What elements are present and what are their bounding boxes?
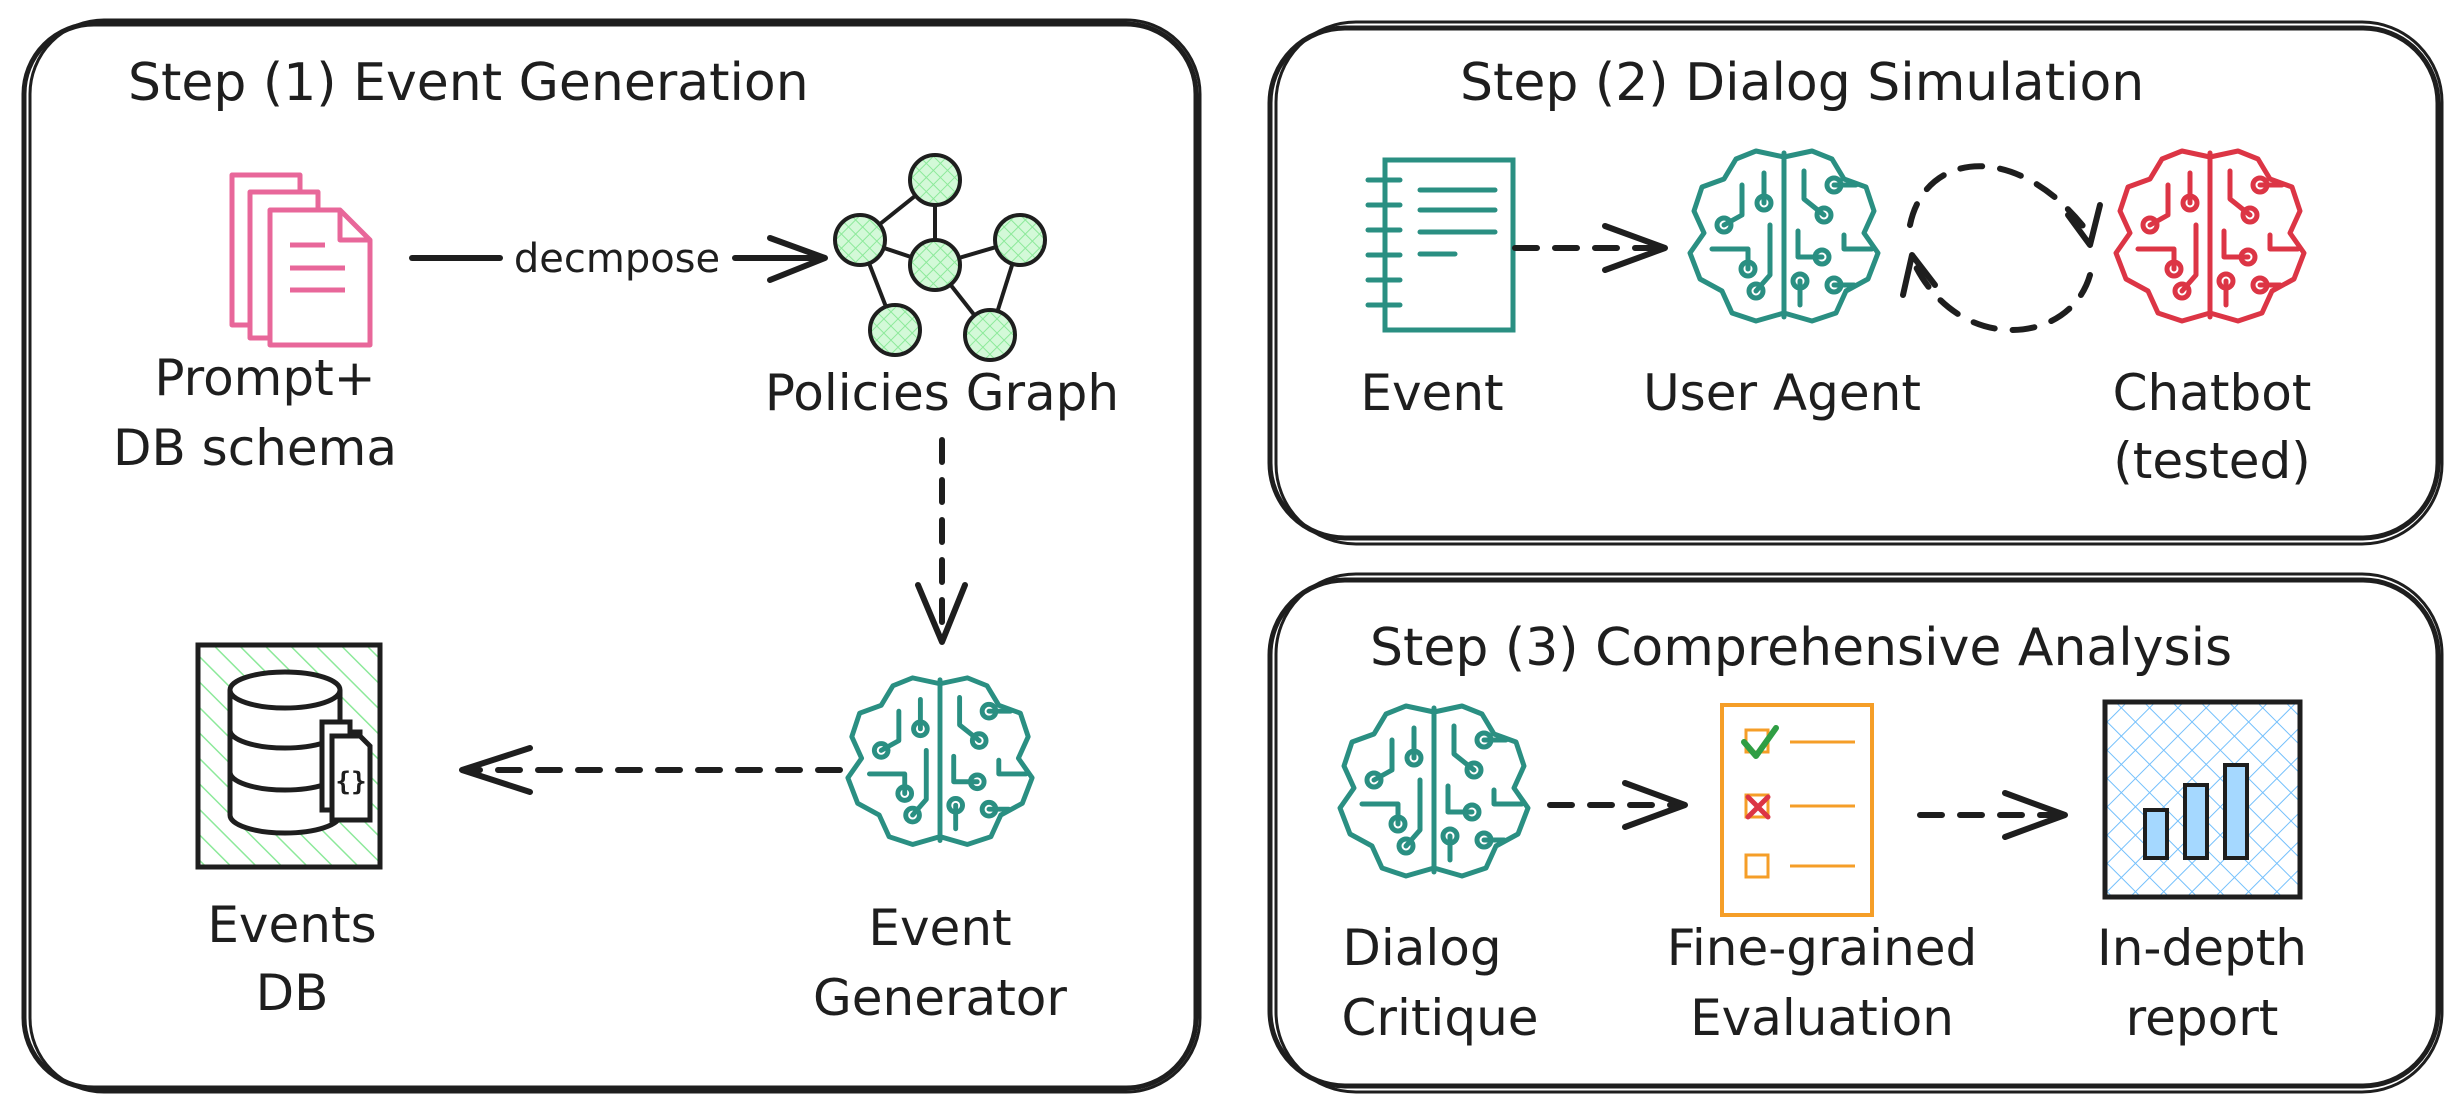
evaluation-to-report-arrow: [1917, 790, 2068, 840]
dialog-cycle-arrow: [1900, 163, 2103, 333]
events-db-label-line1: Events: [207, 896, 376, 954]
decompose-label: decmpose: [514, 236, 720, 282]
critique-to-evaluation-arrow: [1547, 780, 1688, 830]
evaluation-label-line2: Evaluation: [1690, 989, 1954, 1047]
generator-to-db-arrow: [459, 745, 843, 795]
critique-label-line1: Dialog: [1342, 919, 1501, 977]
bar-chart-icon: [2102, 699, 2303, 900]
graph-to-generator-arrow: [915, 437, 968, 645]
report-label-line1: In-depth: [2097, 919, 2307, 977]
step2-panel: Step (2) Dialog Simulation Event User Ag…: [1267, 20, 2444, 546]
evaluation-label-line1: Fine-grained: [1667, 919, 1978, 977]
chatbot-label-line2: (tested): [2113, 432, 2311, 490]
step3-panel: Step (3) Comprehensive Analysis Dialog C…: [1267, 572, 2444, 1094]
step1-title: Step (1) Event Generation: [128, 53, 809, 113]
event-label: Event: [1360, 364, 1503, 422]
graph-icon: [833, 153, 1047, 362]
notebook-icon: [1365, 157, 1516, 333]
generator-label-line1: Event: [868, 899, 1011, 957]
event-to-agent-arrow: [1512, 223, 1668, 273]
events-db-label-line2: DB: [256, 964, 329, 1022]
prompt-label-line2: DB schema: [113, 419, 397, 477]
step1-panel: Step (1) Event Generation Prompt+ DB sch…: [21, 18, 1202, 1094]
step2-title: Step (2) Dialog Simulation: [1460, 53, 2144, 113]
prompt-label-line1: Prompt+: [154, 349, 375, 407]
graph-label: Policies Graph: [765, 364, 1119, 422]
user-agent-label: User Agent: [1643, 364, 1921, 422]
critique-label-line2: Critique: [1341, 989, 1538, 1047]
checklist-icon: [1720, 703, 1874, 917]
generator-label-line2: Generator: [813, 969, 1067, 1027]
decompose-arrow: [409, 235, 828, 283]
db-braces: {}: [335, 767, 366, 797]
chatbot-label-line1: Chatbot: [2113, 364, 2312, 422]
database-icon: {}: [195, 642, 383, 870]
documents-icon: [229, 172, 373, 348]
report-label-line2: report: [2126, 989, 2279, 1047]
step3-title: Step (3) Comprehensive Analysis: [1370, 618, 2232, 678]
